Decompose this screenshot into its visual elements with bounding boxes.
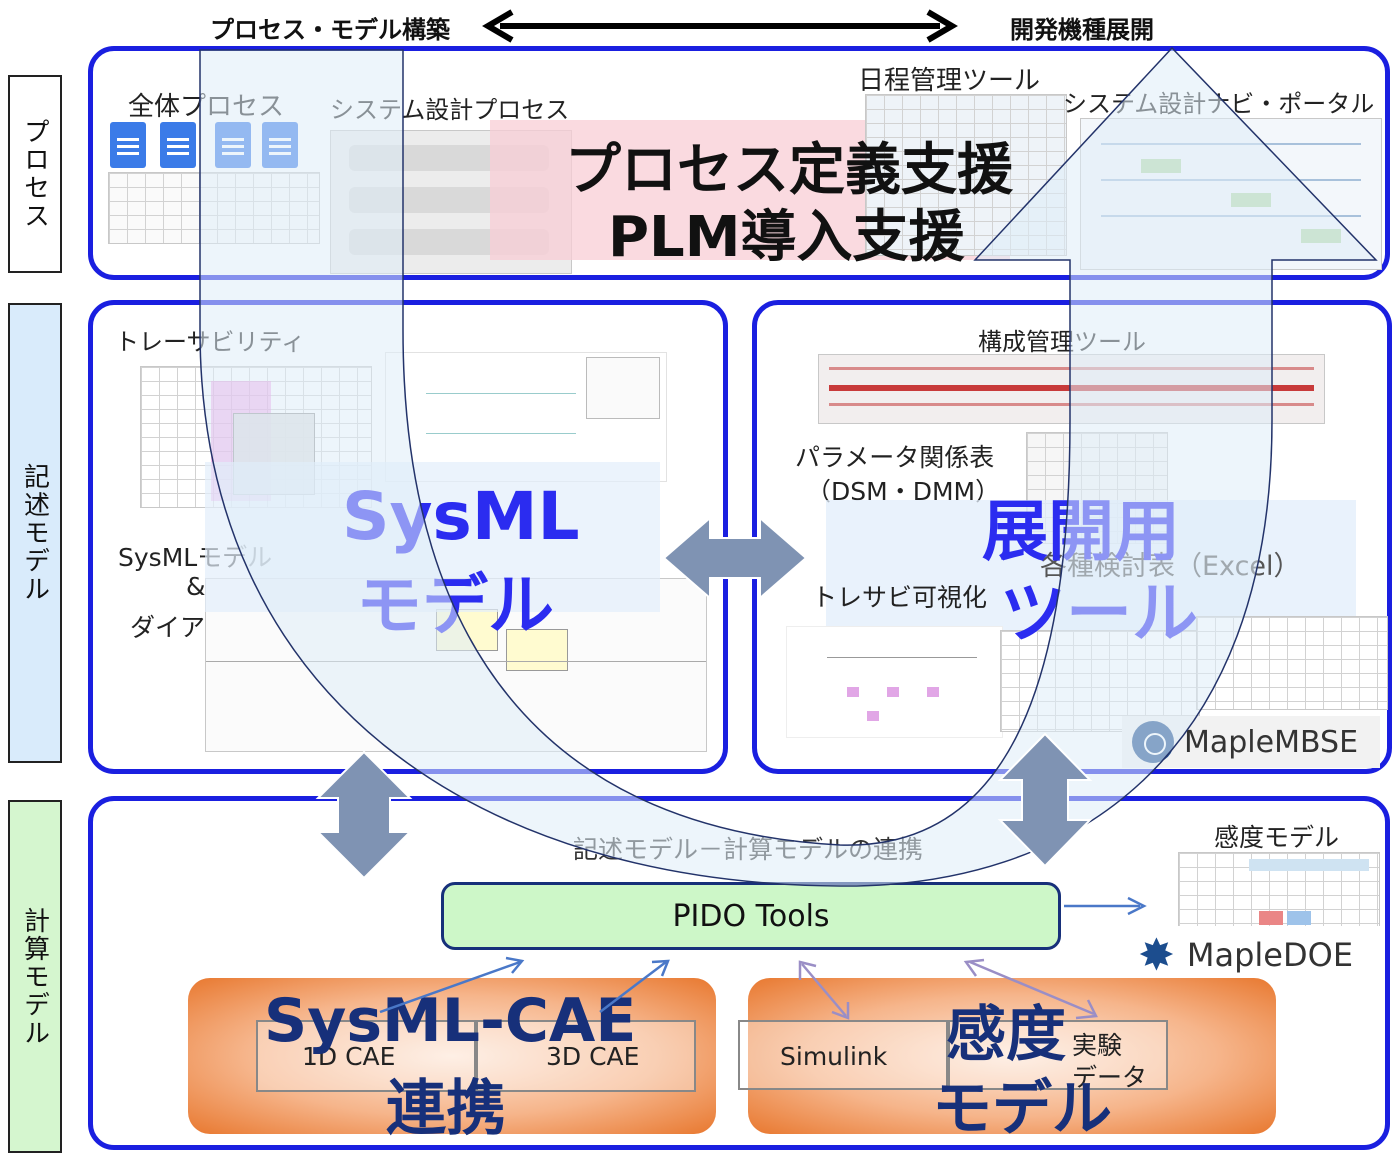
trace-vis-label: トレサビ可視化 [812, 583, 988, 612]
excel-sheet-thumbnail-2 [1196, 616, 1388, 710]
maple-doe-logo: ✸ MapleDOE [1132, 926, 1382, 984]
param-table-label-1: パラメータ関係表 [795, 443, 995, 472]
lane-label-descriptive: 記述モデル [8, 303, 62, 763]
maple-mbse-text: MapleMBSE [1184, 724, 1359, 760]
maple-mbse-logo: MapleMBSE [1122, 716, 1380, 768]
config-tool-thumbnail [818, 354, 1325, 424]
pido-tools-label: PIDO Tools [672, 898, 830, 934]
sysml-cae-big-label-1: SysML-CAE [264, 986, 637, 1056]
document-icon [215, 122, 251, 168]
document-icon [262, 122, 298, 168]
trace-vis-thumbnail [786, 626, 1003, 738]
maple-leaf-icon: ✸ [1138, 929, 1175, 981]
simulink-box [738, 1020, 948, 1090]
sensitivity-model-label: 感度モデル [1214, 823, 1340, 852]
experiment-label-2: データ [1072, 1063, 1148, 1092]
overall-process-label: 全体プロセス [128, 92, 285, 122]
document-icon [160, 122, 196, 168]
config-tool-label: 構成管理ツール [978, 328, 1146, 356]
maple-doe-text: MapleDOE [1186, 936, 1354, 974]
navi-portal-label: システム設計ナビ・ポータル [1063, 90, 1375, 118]
link-label: 記述モデル－計算モデルの連携 [573, 835, 924, 864]
cae-3d-label: 3D CAE [546, 1042, 640, 1071]
sysml-big-label-1: SysML [342, 478, 580, 555]
tools-big-label-2: ツール [1000, 575, 1198, 652]
sysml-cae-big-label-2: 連携 [386, 1074, 506, 1144]
cae-3d-box [476, 1020, 696, 1092]
sysml-big-label-2: モデル [356, 567, 554, 644]
simulink-label: Simulink [780, 1042, 888, 1071]
experiment-box [948, 1020, 1168, 1090]
navi-portal-thumbnail [1080, 118, 1382, 270]
header-left-title: プロセス・モデル構築 [210, 16, 450, 44]
lane-label-compute: 計算モデル [8, 800, 62, 1153]
maple-mbse-icon [1132, 721, 1174, 763]
cae-1d-box [256, 1020, 476, 1092]
header-right-title: 開発機種展開 [1010, 16, 1154, 44]
lane-label-process: プロセス [8, 75, 62, 273]
overall-process-thumbnail [108, 172, 320, 244]
schedule-tool-label: 日程管理ツール [858, 66, 1041, 96]
sensitivity-big-label-2: モデル [932, 1074, 1112, 1144]
experiment-label-1: 実験 [1072, 1031, 1123, 1060]
banner-line-2: PLM導入支援 [608, 205, 965, 270]
traceability-label: トレーサビリティ [115, 328, 306, 356]
document-icon [110, 122, 146, 168]
header-double-arrow [482, 9, 958, 43]
pido-tools-box: PIDO Tools [441, 882, 1061, 950]
sysml-model-label-2: & [186, 572, 206, 601]
sensitivity-table-thumbnail [1178, 852, 1380, 930]
cae-1d-label: 1D CAE [302, 1042, 396, 1071]
